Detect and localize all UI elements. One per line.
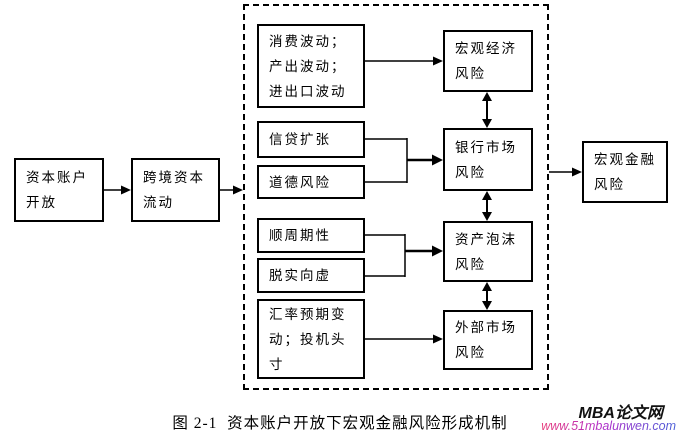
node-asset-bubble-risk: 资产泡沫 风险 bbox=[443, 221, 533, 282]
node-banking-market-risk: 银行市场 风险 bbox=[443, 128, 533, 191]
node-credit-expansion: 信贷扩张 bbox=[257, 121, 365, 158]
arrow-crossborder-to-frame bbox=[220, 185, 243, 195]
node-cross-border-capital-flow: 跨境资本 流动 bbox=[131, 158, 220, 222]
node-macro-financial-risk: 宏观金融 风险 bbox=[582, 141, 668, 203]
node-real-to-virtual: 脱实向虚 bbox=[257, 258, 365, 293]
node-moral-hazard: 道德风险 bbox=[257, 165, 365, 199]
risk-formation-dashed-frame bbox=[243, 4, 549, 390]
watermark-site-name: MBA论文网 bbox=[578, 405, 663, 422]
figure-caption: 图 2-1 资本账户开放下宏观金融风险形成机制 bbox=[172, 415, 508, 432]
arrow-capital-to-crossborder bbox=[104, 185, 131, 195]
node-macroeconomic-risk: 宏观经济 风险 bbox=[443, 30, 533, 92]
node-capital-account-opening: 资本账户 开放 bbox=[14, 158, 104, 222]
watermark-site-url: www.51mbalunwen.com bbox=[541, 419, 676, 433]
node-procyclicality: 顺周期性 bbox=[257, 218, 365, 253]
node-external-market-risk: 外部市场 风险 bbox=[443, 310, 533, 370]
arrow-frame-to-macrofin bbox=[549, 167, 582, 177]
node-consumption-output-trade-fluctuation: 消费波动； 产出波动； 进出口波动 bbox=[257, 24, 365, 108]
node-exchange-rate-expectation-speculation: 汇率预期变 动；投机头 寸 bbox=[257, 299, 365, 379]
